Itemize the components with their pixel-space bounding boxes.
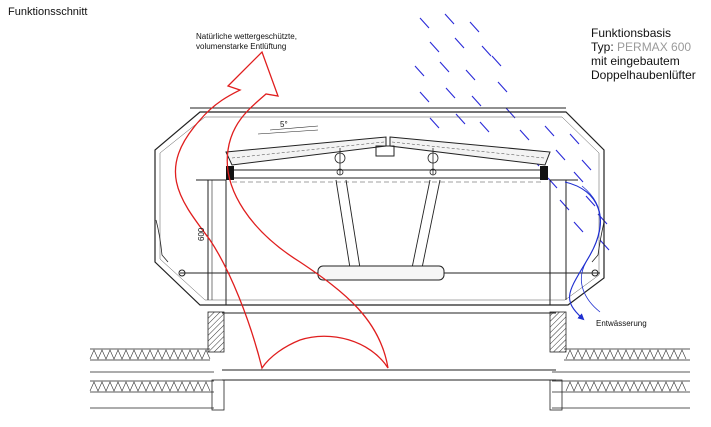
rain-streak: [414, 65, 425, 77]
insulation-zigzag: [89, 349, 211, 360]
rain-streak: [419, 91, 430, 103]
rain-streak: [519, 129, 530, 141]
insulation-zigzag: [565, 381, 687, 392]
rain-streak: [544, 125, 555, 137]
rain-streak: [547, 177, 558, 189]
insulation-zigzag: [89, 381, 211, 392]
insulation-pattern-left: [89, 349, 211, 392]
roof-buildup-left: [90, 348, 214, 409]
basis-type-prefix: Typ:: [591, 40, 618, 54]
seal-right: [540, 166, 548, 180]
rain-streak: [471, 95, 482, 107]
rain-streak: [569, 133, 580, 145]
outer-hood: [154, 111, 605, 306]
outer-hood-inner-line: [159, 116, 600, 301]
side-hook-left: [155, 219, 169, 263]
rain-streak: [465, 69, 476, 81]
rain-streak: [454, 37, 465, 49]
ventilation-note-line-1: Natürliche wettergeschützte,: [196, 32, 297, 41]
rain-streak: [573, 171, 584, 183]
product-basis-label: Funktionsbasis Typ: PERMAX 600 mit einge…: [591, 26, 696, 82]
ridge-gutter: [375, 145, 395, 157]
rain-streak: [479, 121, 490, 133]
actuator-cylinder: [317, 265, 445, 281]
upstand-base-left: [211, 379, 225, 411]
drainage-label: Entwässerung: [596, 319, 647, 328]
rain-streak: [573, 221, 584, 233]
rain-streak: [581, 159, 592, 171]
frame-top-bar: [229, 169, 547, 179]
rod-end-left: [178, 269, 186, 277]
roof-buildup-right: [552, 348, 690, 409]
dimension-label: 600: [197, 227, 206, 241]
rain-streak: [445, 87, 456, 99]
basis-line-2: Typ: PERMAX 600: [591, 40, 696, 54]
rain-streak: [469, 21, 480, 33]
drawing-heading: Funktionsschnitt: [8, 6, 88, 18]
rain-streak: [585, 195, 596, 207]
rain-streak: [429, 117, 440, 129]
basis-line-3: mit eingebautem: [591, 54, 680, 68]
rain-streak: [555, 149, 566, 161]
insulation-zigzag: [565, 349, 687, 360]
rain-streak: [439, 61, 450, 73]
rain-streak: [455, 113, 466, 125]
drainage-curve-2: [581, 185, 601, 313]
flap-hatch-right: [391, 141, 545, 159]
angle-annotation: [257, 125, 319, 135]
flap-hatch-left: [231, 141, 385, 159]
insulation-pattern-right: [565, 349, 687, 392]
ventilation-note-line-2: volumenstarke Entlüftung: [196, 42, 287, 51]
airflow-arrow: [174, 50, 389, 370]
ventilation-note: Natürliche wettergeschützte, volumenstar…: [196, 32, 297, 52]
rain-streaks: [414, 13, 610, 251]
drainage-curve: [564, 181, 601, 321]
rain-streak: [505, 107, 516, 119]
basis-product-name: PERMAX 600: [617, 40, 692, 54]
rain-streak: [481, 45, 492, 57]
side-hook-right: [591, 221, 605, 263]
strut-left: [335, 179, 361, 269]
rain-streak: [497, 81, 508, 93]
upstand-foot-right: [549, 311, 567, 353]
upstand-foot-left: [207, 311, 225, 353]
upstand-base-right: [549, 379, 563, 411]
rain-streak: [559, 199, 570, 211]
seal-left: [226, 166, 234, 180]
basis-line-1: Funktionsbasis: [591, 26, 672, 40]
inner-flap-left: [225, 136, 387, 166]
rain-streak: [444, 13, 455, 25]
rain-streak: [419, 17, 430, 29]
strut-right: [411, 179, 441, 269]
angle-label: 5°: [280, 120, 288, 129]
rod-end-right: [591, 269, 599, 277]
basis-line-4: Doppelhaubenlüfter: [591, 68, 696, 82]
rain-streak: [491, 55, 502, 67]
inner-flap-right: [389, 136, 551, 166]
rain-streak: [429, 41, 440, 53]
